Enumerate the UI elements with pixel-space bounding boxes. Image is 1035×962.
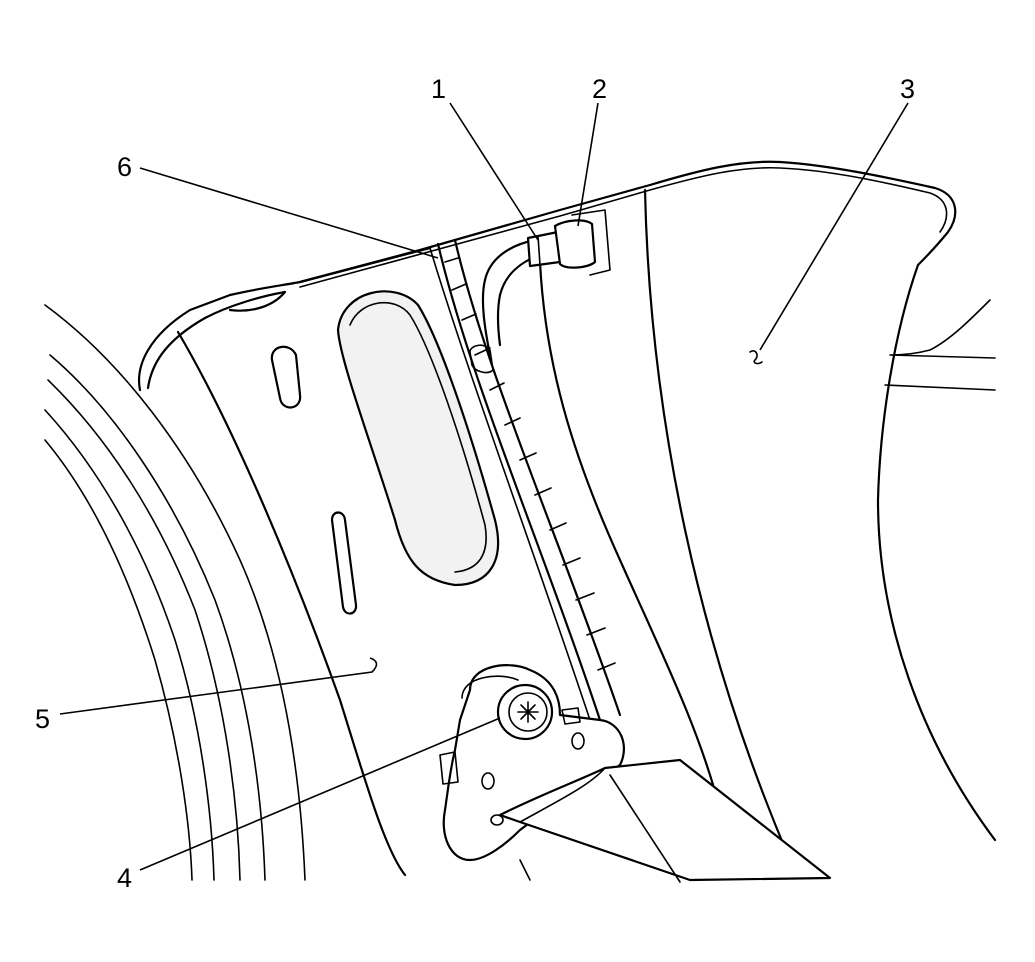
headliner-edge — [298, 160, 957, 288]
seat-belt-anchor — [439, 664, 832, 883]
callout-3: 3 — [900, 74, 915, 104]
panel-narrow-slot — [330, 511, 358, 615]
callout-1: 1 — [431, 74, 446, 104]
quarter-trim-panel — [538, 188, 997, 862]
connector-2 — [553, 209, 611, 276]
callout-2: 2 — [592, 74, 607, 104]
callout-labels: 1 2 3 4 5 6 — [35, 74, 915, 893]
callout-4: 4 — [117, 863, 132, 893]
weatherstrip-seal — [436, 238, 622, 722]
anchor-bolt — [496, 683, 554, 741]
panel-small-slot — [270, 345, 302, 409]
connector-1 — [526, 230, 562, 268]
body-pillar-lines — [44, 304, 306, 881]
callout-5: 5 — [35, 704, 50, 734]
trim-panel — [138, 246, 591, 877]
callout-6: 6 — [117, 152, 132, 182]
panel-oval-opening — [336, 290, 500, 587]
leader-lines — [59, 102, 909, 871]
wire-harness — [469, 238, 542, 374]
